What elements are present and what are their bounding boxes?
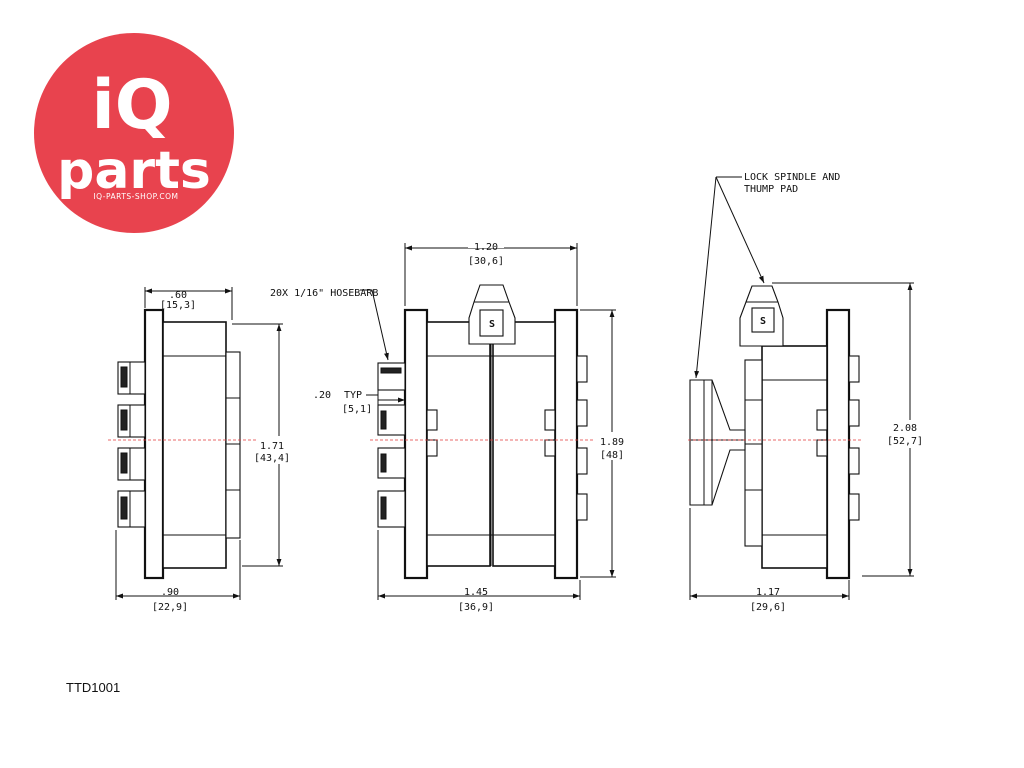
right-view-height-mm: [52,7]: [887, 436, 923, 447]
left-view-bottom-width-value: .90: [161, 587, 179, 598]
right-view-note-line1: LOCK SPINDLE AND: [744, 172, 840, 183]
center-view-barb-value: .20: [313, 390, 331, 401]
logo-website: IQ-PARTS-SHOP.COM: [93, 192, 178, 201]
right-view-flange: [825, 308, 851, 580]
logo-brand-secondary: parts: [57, 141, 211, 201]
center-view-barb-dimension: .20 TYP [5,1]: [313, 385, 406, 415]
left-view-back-plate: [225, 351, 241, 539]
right-view-back-plate: [744, 359, 763, 547]
left-view-top-width-mm: [15,3]: [160, 300, 196, 311]
left-view-flange: [143, 308, 165, 580]
center-view-bottom-width-mm: [36,9]: [458, 602, 494, 613]
center-view-barb-typ: TYP: [344, 390, 362, 401]
right-view-bottom-width-mm: [29,6]: [750, 602, 786, 613]
left-view-bottom-width-dimension: .90 [22,9]: [115, 530, 241, 613]
logo-brand-primary: iQ: [91, 66, 172, 145]
svg-text:S: S: [489, 319, 495, 330]
center-view-height-mm: [48]: [600, 450, 624, 461]
right-view-thumb-pad: [689, 379, 746, 506]
left-view-height-dimension: 1.71 [43,4]: [232, 323, 292, 567]
left-view-top-width-value: .60: [169, 290, 187, 301]
part-number: TTD1001: [66, 680, 120, 695]
center-view-right-flange: [553, 308, 579, 580]
left-view-top-width-dimension: .60 [15,3]: [144, 287, 233, 320]
center-view-lock-spindle: S: [468, 284, 516, 345]
center-view-barb-mm: [5,1]: [342, 404, 372, 415]
center-view-height-dimension: 1.89 [48]: [580, 309, 624, 578]
brand-logo: iQ parts IQ-PARTS-SHOP.COM: [34, 33, 234, 233]
center-view-top-width-value: 1.20: [474, 242, 498, 253]
right-view-lock-spindle: S: [739, 285, 784, 347]
left-view-height-value: 1.71: [260, 441, 284, 452]
center-view-bottom-width-value: 1.45: [464, 587, 488, 598]
center-view-height-value: 1.89: [600, 437, 624, 448]
center-view-hosebarb-callout: 20X 1/16" HOSEBARB: [270, 288, 389, 361]
logo-circle: [34, 33, 234, 233]
left-view-bottom-width-mm: [22,9]: [152, 602, 188, 613]
right-view: S LOCK SPINDLE AND THUMP PAD: [688, 172, 928, 613]
center-view-hosebarbs: [377, 362, 406, 528]
right-view-height-value: 2.08: [893, 423, 917, 434]
center-view-bottom-width-dimension: 1.45 [36,9]: [377, 530, 581, 613]
right-view-bottom-width-value: 1.17: [756, 587, 780, 598]
svg-text:S: S: [760, 316, 766, 327]
right-view-lock-spindle-callout: LOCK SPINDLE AND THUMP PAD: [694, 172, 840, 379]
left-view: .60 [15,3] 1.71 [43,4] .90 [22,9]: [108, 287, 292, 613]
right-view-note-line2: THUMP PAD: [744, 184, 798, 195]
left-view-height-mm: [43,4]: [254, 453, 290, 464]
center-view: S 1.20 [30,6]: [270, 240, 624, 613]
left-view-hosebarbs: [117, 361, 146, 528]
center-view-hosebarb-note: 20X 1/16" HOSEBARB: [270, 288, 378, 299]
left-view-body: [162, 321, 227, 569]
right-view-body: [761, 345, 828, 569]
center-view-top-width-mm: [30,6]: [468, 256, 504, 267]
center-view-top-width-dimension: 1.20 [30,6]: [404, 240, 578, 306]
right-view-bottom-width-dimension: 1.17 [29,6]: [689, 508, 850, 613]
right-view-height-dimension: 2.08 [52,7]: [772, 282, 928, 577]
center-view-left-flange: [403, 308, 429, 580]
